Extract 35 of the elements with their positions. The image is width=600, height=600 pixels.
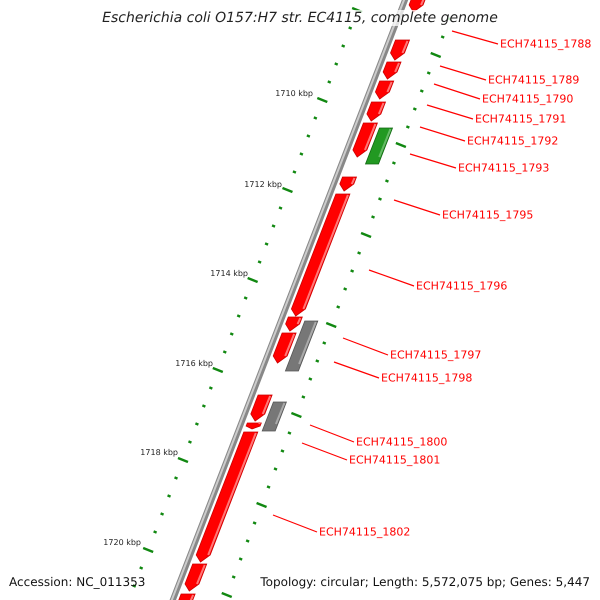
title: Escherichia coli O157:H7 str. EC4115, complete genome — [101, 9, 499, 27]
leader-line — [434, 83, 480, 100]
leader-line — [410, 153, 456, 169]
gene-label: ECH74115_1795 — [442, 208, 534, 222]
gene-label: ECH74115_1791 — [475, 112, 566, 126]
genome-info-text: Topology: circular; Length: 5,572,075 bp; Genes: 5,447 — [260, 575, 590, 589]
leader-line — [342, 337, 388, 356]
gene-label: ECH74115_1801 — [349, 454, 440, 466]
scale-label: 1712 kbp — [244, 180, 282, 190]
scale-label: 1718 kbp — [140, 448, 178, 458]
scale-label: 1716 kbp — [175, 359, 213, 369]
scale-label: 1714 kbp — [210, 269, 248, 279]
leader-line — [368, 269, 414, 287]
gene-label: ECH74115_1790 — [482, 92, 574, 106]
gene-label: ECH74115_1792 — [467, 134, 558, 148]
gene-label: ECH74115_1802 — [319, 526, 410, 538]
gene-label: ECH74115_1789 — [488, 74, 580, 86]
gene-label: ECH74115_1800 — [356, 436, 448, 448]
leader-line — [334, 361, 380, 379]
leader-line — [452, 30, 498, 45]
scale-label: 1720 kbp — [103, 538, 141, 548]
leader-line — [426, 104, 474, 120]
leader-line — [302, 442, 348, 461]
gene-label: ECH74115_1788 — [500, 38, 592, 50]
leader-line — [272, 514, 318, 533]
gene-label: ECH74115_1793 — [458, 162, 550, 174]
leader-line — [440, 65, 486, 81]
leader-line — [310, 424, 354, 443]
leader-line — [420, 126, 466, 142]
accession-text: Accession: NC_011353 — [9, 575, 146, 589]
leader-line — [394, 199, 440, 216]
gene-label: ECH74115_1797 — [390, 348, 482, 362]
gene-label: ECH74115_1796 — [416, 280, 508, 292]
gene-label: ECH74115_1798 — [381, 372, 472, 384]
scale-label: 1710 kbp — [275, 89, 313, 99]
